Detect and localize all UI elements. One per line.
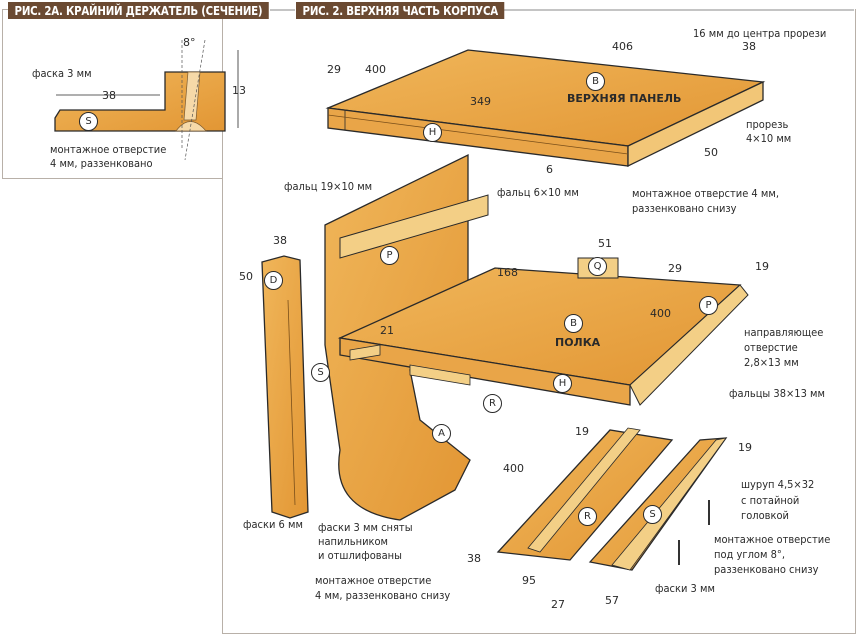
- runner-length-dim: 400: [503, 462, 524, 475]
- guide-note-2: отверстие: [744, 341, 798, 354]
- slot-note-2: 4×10 мм: [746, 132, 792, 145]
- runner-r-marker: R: [578, 507, 597, 526]
- fig2-title: РИС. 2. ВЕРХНЯЯ ЧАСТЬ КОРПУСА: [296, 2, 505, 19]
- chamfer-note-3: и отшлифованы: [318, 549, 402, 562]
- under-hole-note-2: 4 мм, раззенковано снизу: [315, 589, 451, 602]
- angled-hole-note-3: раззенковано снизу: [714, 563, 819, 576]
- shelf-edge-marker: H: [553, 374, 572, 393]
- top-edge-thick-dim: 6: [546, 163, 553, 176]
- screw-note-1: шуруп 4,5×32: [741, 478, 815, 491]
- rail-dim: 19: [755, 260, 769, 273]
- top-inner-dim: 349: [470, 95, 491, 108]
- guide-note-1: направляющее: [744, 326, 824, 339]
- fig2a-title: РИС. 2А. КРАЙНИЙ ДЕРЖАТЕЛЬ (СЕЧЕНИЕ): [8, 2, 269, 19]
- top-hole-note-1: монтажное отверстие 4 мм,: [632, 187, 779, 200]
- runner-s-marker: S: [643, 505, 662, 524]
- shelf-marker: B: [564, 314, 583, 333]
- fig2a-profile: [54, 39, 239, 161]
- under-hole-note-1: монтажное отверстие: [315, 574, 432, 587]
- runner-s-height-dim: 19: [738, 441, 752, 454]
- angled-hole-note-1: монтажное отверстие: [714, 533, 831, 546]
- rail-marker-left: P: [380, 246, 399, 265]
- chamfer-note-2: напильником: [318, 535, 389, 548]
- fig2a-hole-label-1: монтажное отверстие: [50, 143, 167, 156]
- runner-rabbet-dim: 38: [467, 552, 481, 565]
- chamfer-note-1: фаски 3 мм сняты: [318, 521, 413, 534]
- angled-hole-note-2: под углом 8°,: [714, 548, 785, 561]
- post-width-dim: 38: [273, 234, 287, 247]
- runner-s-width-dim: 57: [605, 594, 619, 607]
- screw-icon: [678, 500, 710, 565]
- fig2a-height-dim: 13: [232, 84, 246, 97]
- block-dim: 51: [598, 237, 612, 250]
- top-panel-name: ВЕРХНЯЯ ПАНЕЛЬ: [567, 92, 682, 105]
- rabbet-small-label: фальц 6×10 мм: [497, 186, 579, 199]
- shelf-depth-dim: 400: [650, 307, 671, 320]
- post-chamfers-label: фаски 6 мм: [243, 518, 303, 531]
- fig2a-width-dim: 38: [102, 89, 116, 102]
- post-height-dim: 50: [239, 270, 253, 283]
- shelf-inner-dim: 168: [497, 266, 518, 279]
- rabbets-note: фальцы 38×13 мм: [729, 387, 825, 400]
- screw-note-2: с потайной: [741, 494, 800, 507]
- slot-note-1: прорезь: [746, 118, 789, 131]
- shelf-name: ПОЛКА: [555, 336, 601, 349]
- runner-chamfers-label: фаски 3 мм: [655, 582, 715, 595]
- top-length-dim: 406: [612, 40, 633, 53]
- top-edge-marker: H: [423, 123, 442, 142]
- top-side-dim: 50: [704, 146, 718, 159]
- side-21-dim: 21: [380, 324, 394, 337]
- screw-note-3: головкой: [741, 509, 789, 522]
- top-panel-drawing: [325, 49, 766, 168]
- runner-s-drawing: [588, 437, 728, 571]
- runner-r-drawing: [496, 427, 674, 561]
- top-hole-note-2: раззенковано снизу: [632, 202, 737, 215]
- fig2a-angle-dim: 8°: [183, 36, 196, 49]
- fig2a-chamfer-label: фаска 3 мм: [32, 67, 92, 80]
- runner-offset-dim: 27: [551, 598, 565, 611]
- under-r-marker: R: [483, 394, 502, 413]
- block-marker: Q: [588, 257, 607, 276]
- runner-width-dim: 95: [522, 574, 536, 587]
- top-offset-dim: 29: [327, 63, 341, 76]
- guide-note-3: 2,8×13 мм: [744, 356, 799, 369]
- side-marker: A: [432, 424, 451, 443]
- rabbet-big-label: фальц 19×10 мм: [284, 180, 373, 193]
- shelf-offset-dim: 29: [668, 262, 682, 275]
- top-depth-dim: 400: [365, 63, 386, 76]
- fig2a-part-marker: S: [79, 112, 98, 131]
- fig2a-hole-label-2: 4 мм, раззенковано: [50, 157, 153, 170]
- slot-edge-dim: 38: [742, 40, 756, 53]
- post-marker: D: [264, 271, 283, 290]
- slot-center-note: 16 мм до центра прорези: [693, 27, 827, 40]
- post-drawing: [261, 255, 309, 519]
- top-panel-marker: B: [586, 72, 605, 91]
- runner-top-dim: 19: [575, 425, 589, 438]
- under-s-marker: S: [311, 363, 330, 382]
- rail-marker-right: P: [699, 296, 718, 315]
